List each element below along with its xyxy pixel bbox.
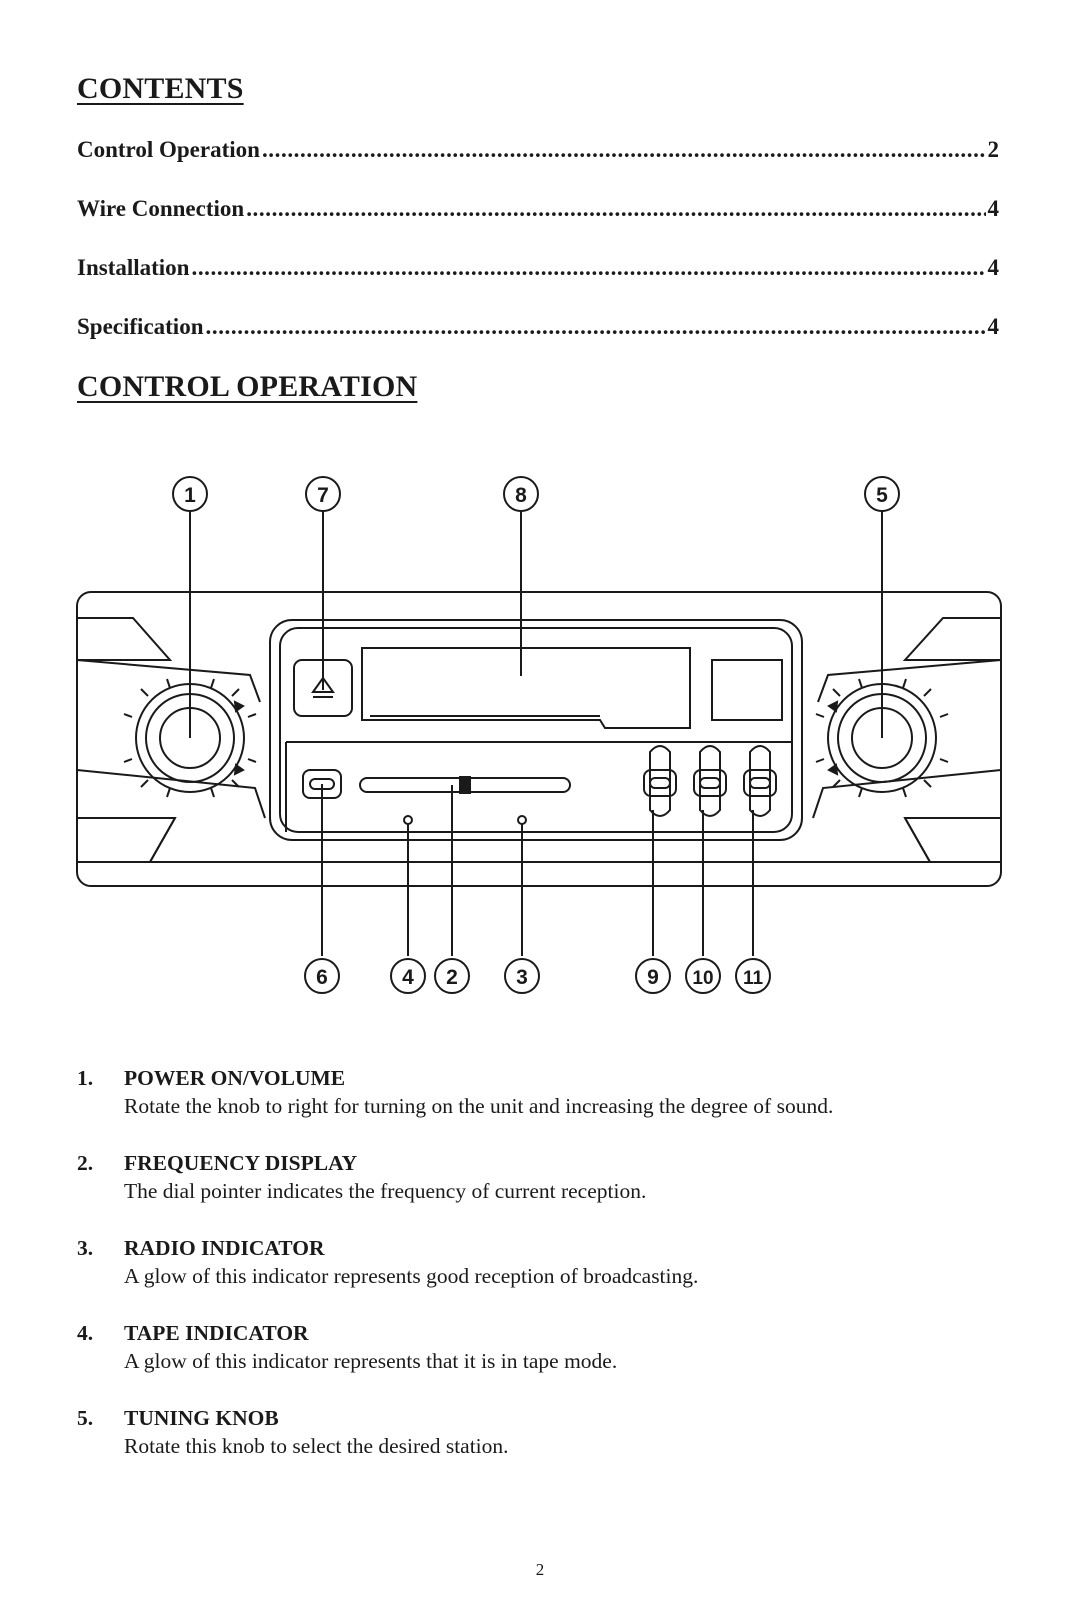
faceplate-upper-right-wedge xyxy=(902,617,1001,661)
control-operation-heading: CONTROL OPERATION xyxy=(77,370,418,403)
small-display-box xyxy=(711,659,783,721)
callout-7: 7 xyxy=(317,484,329,507)
toc-entry-specification[interactable]: Specification 4 xyxy=(77,314,999,344)
contents-heading: CONTENTS xyxy=(77,72,244,105)
callout-6: 6 xyxy=(316,966,328,989)
item-description: The dial pointer indicates the frequency… xyxy=(124,1179,647,1203)
toc-entry-wire-connection[interactable]: Wire Connection 4 xyxy=(77,196,999,226)
cassette-door-shape xyxy=(361,647,691,729)
radio-indicator-led xyxy=(517,815,527,825)
callout-8: 8 xyxy=(515,484,527,507)
toc-leader-dots xyxy=(206,314,986,340)
item-number: 3. xyxy=(77,1236,94,1260)
toc-label: Specification xyxy=(77,314,204,339)
callout-2-circle xyxy=(434,958,470,994)
callout-11: 11 xyxy=(743,968,764,989)
callout-10-circle xyxy=(685,958,721,994)
item-title: FREQUENCY DISPLAY xyxy=(124,1151,358,1175)
item-description: A glow of this indicator represents that… xyxy=(124,1349,618,1373)
faceplate-lower-left-wedge xyxy=(77,817,177,863)
toc-page-number: 4 xyxy=(987,196,1000,221)
toc-leader-dots xyxy=(246,196,985,222)
callout-2: 2 xyxy=(446,966,458,989)
faceplate-outline xyxy=(76,591,1002,887)
item-number: 1. xyxy=(77,1066,94,1090)
callout-1: 1 xyxy=(184,484,196,507)
callout-11-circle xyxy=(735,958,771,994)
callout-9: 9 xyxy=(647,966,659,989)
item-number: 4. xyxy=(77,1321,94,1345)
item-number: 5. xyxy=(77,1406,94,1430)
callout-1-circle xyxy=(172,476,208,512)
toc-leader-dots xyxy=(191,255,985,281)
car-stereo-diagram: 1 7 8 5 6 4 2 3 9 10 11 xyxy=(76,476,1002,994)
tape-indicator-led xyxy=(403,815,413,825)
callout-5-circle xyxy=(864,476,900,512)
toc-entry-control-operation[interactable]: Control Operation 2 xyxy=(77,137,999,167)
callout-7-circle xyxy=(305,476,341,512)
callout-3: 3 xyxy=(516,966,528,989)
item-description: Rotate the knob to right for turning on … xyxy=(124,1094,834,1118)
page-number: 2 xyxy=(535,1560,545,1579)
item-title: TUNING KNOB xyxy=(124,1406,279,1430)
callout-6-circle xyxy=(304,958,340,994)
center-panel xyxy=(269,619,803,841)
toc-label: Control Operation xyxy=(77,137,260,162)
toc-page-number: 2 xyxy=(987,137,1000,162)
callout-10: 10 xyxy=(692,968,713,989)
toc-leader-dots xyxy=(262,137,986,163)
toc-page-number: 4 xyxy=(987,314,1000,339)
item-number: 2. xyxy=(77,1151,94,1175)
toc-entry-installation[interactable]: Installation 4 xyxy=(77,255,999,285)
toc-page-number: 4 xyxy=(987,255,1000,280)
item-title: TAPE INDICATOR xyxy=(124,1321,309,1345)
item-description: A glow of this indicator represents good… xyxy=(124,1264,699,1288)
callout-5: 5 xyxy=(876,484,888,507)
toc-label: Installation xyxy=(77,255,190,280)
callout-4-circle xyxy=(390,958,426,994)
item-description: Rotate this knob to select the desired s… xyxy=(124,1434,509,1458)
item-title: RADIO INDICATOR xyxy=(124,1236,325,1260)
callout-8-circle xyxy=(503,476,539,512)
callout-3-circle xyxy=(504,958,540,994)
faceplate-upper-left-wedge xyxy=(77,617,173,661)
faceplate-lower-right-wedge xyxy=(903,817,1001,863)
callout-9-circle xyxy=(635,958,671,994)
toc-label: Wire Connection xyxy=(77,196,245,221)
item-title: POWER ON/VOLUME xyxy=(124,1066,346,1090)
callout-4: 4 xyxy=(402,966,414,989)
